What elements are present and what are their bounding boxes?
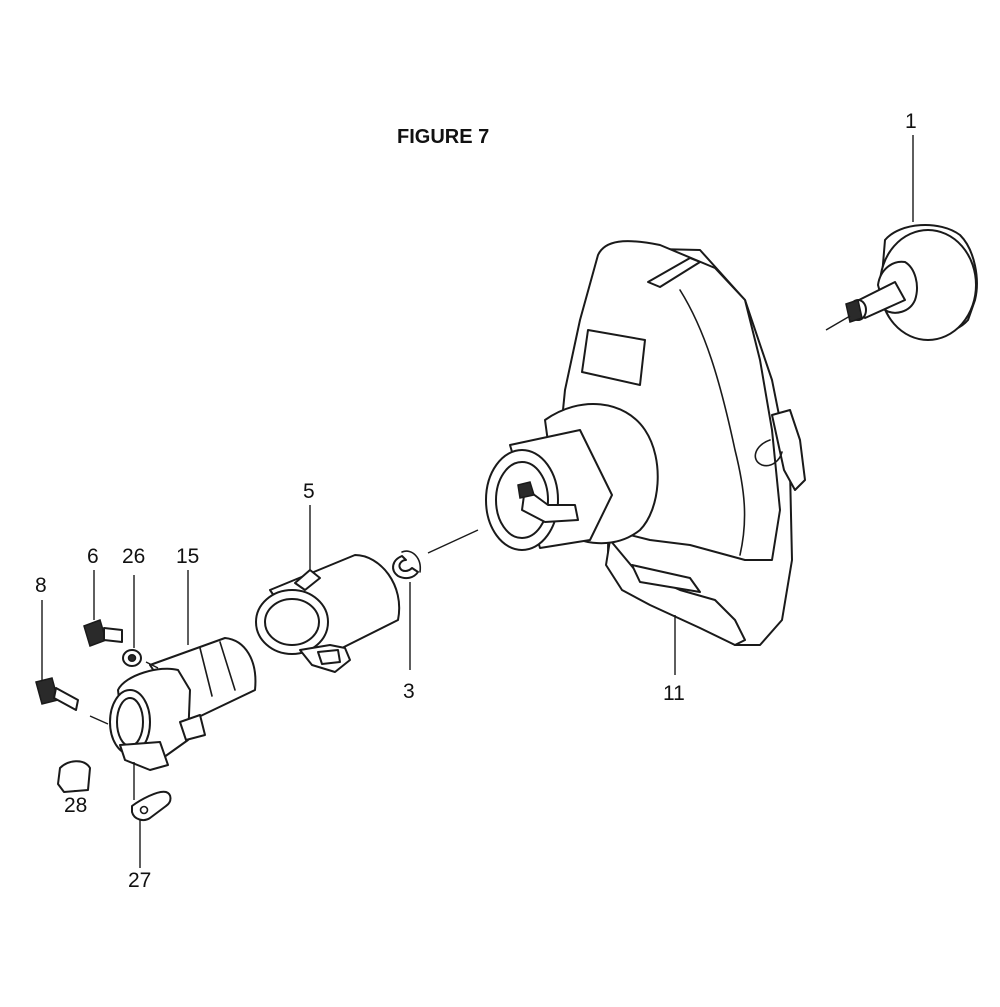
callout-1: 1 [905, 110, 917, 133]
leader-lines [41, 135, 914, 868]
callout-8: 8 [35, 574, 47, 597]
callout-5: 5 [303, 480, 315, 503]
callouts: 1 5 6 26 15 8 3 11 28 27 [35, 110, 917, 892]
part-snap-ring [392, 550, 422, 580]
part-bolt-long [35, 677, 79, 711]
callout-27: 27 [128, 869, 151, 892]
part-gear-housing [485, 240, 806, 646]
part-clutch-drum [845, 224, 978, 341]
part-coupling-housing [109, 637, 257, 771]
callout-28: 28 [64, 794, 87, 817]
callout-6: 6 [87, 545, 99, 568]
part-washer [122, 649, 142, 667]
part-clamp-tube [255, 554, 401, 673]
part-bolt [83, 619, 123, 647]
callout-3: 3 [403, 680, 415, 703]
part-tab [131, 790, 172, 821]
callout-15: 15 [176, 545, 199, 568]
figure-title: FIGURE 7 [397, 126, 489, 148]
callout-26: 26 [122, 545, 145, 568]
callout-11: 11 [663, 682, 685, 705]
part-key [57, 760, 91, 793]
